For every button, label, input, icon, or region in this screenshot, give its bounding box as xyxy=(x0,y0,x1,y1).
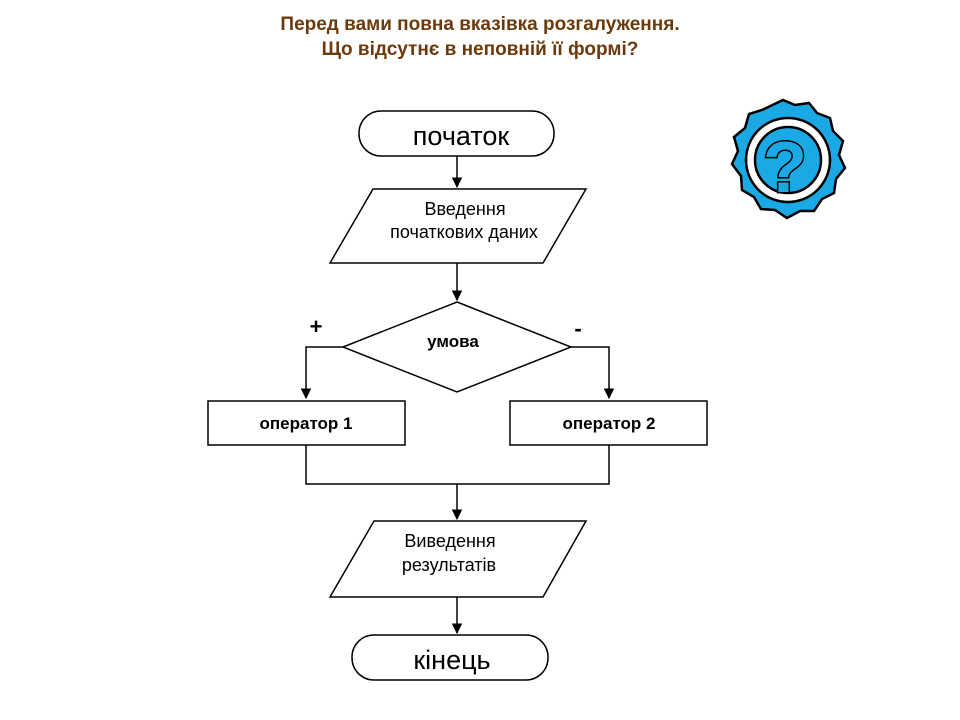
input-label-line-2: початкових даних xyxy=(390,222,538,242)
output-parallelogram xyxy=(328,520,588,598)
input-parallelogram xyxy=(328,188,588,264)
output-label-line-1: Виведення xyxy=(404,531,495,551)
no-sign: - xyxy=(574,316,581,341)
operator-2-label: оператор 2 xyxy=(563,414,656,433)
start-label: початок xyxy=(413,121,510,151)
title-line-1: Перед вами повна вказівка розгалуження. xyxy=(280,14,680,35)
operator-2-box xyxy=(509,400,708,446)
question-symbol: ? xyxy=(763,128,807,208)
condition-diamond xyxy=(340,301,574,393)
slide-title: Перед вами повна вказівка розгалуження. … xyxy=(0,12,960,62)
question-mark-icon: ? xyxy=(730,98,847,220)
yes-branch-line xyxy=(300,346,343,400)
output-label-line-2: результатів xyxy=(402,555,496,575)
end-terminator xyxy=(351,634,549,681)
merge-line xyxy=(305,445,610,485)
end-label: кінець xyxy=(413,645,490,675)
yes-sign: + xyxy=(310,314,323,339)
operator-1-box xyxy=(207,400,406,446)
no-branch-line xyxy=(571,346,615,400)
condition-label: умова xyxy=(427,332,479,351)
operator-1-label: оператор 1 xyxy=(260,414,353,433)
title-line-2: Що відсутнє в неповній її формі? xyxy=(321,39,639,60)
input-label-line-1: Введення xyxy=(424,199,505,219)
